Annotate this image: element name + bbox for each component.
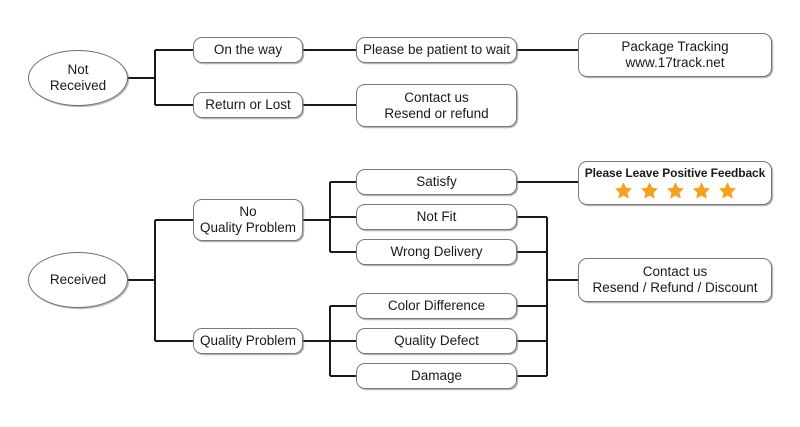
node-damage-label: Damage bbox=[410, 368, 463, 384]
node-not-fit-label: Not Fit bbox=[416, 209, 457, 225]
node-on-the-way[interactable]: On the way bbox=[193, 37, 303, 63]
node-contact-resend-refund-label: Contact us Resend or refund bbox=[384, 89, 489, 121]
node-no-quality-problem[interactable]: No Quality Problem bbox=[193, 199, 303, 241]
node-contact-resend-refund-discount[interactable]: Contact us Resend / Refund / Discount bbox=[578, 258, 772, 302]
node-on-the-way-label: On the way bbox=[213, 42, 283, 58]
star-icon[interactable] bbox=[718, 181, 737, 200]
node-package-tracking-label: Package Tracking www.17track.net bbox=[621, 39, 729, 70]
star-icon[interactable] bbox=[692, 181, 711, 200]
node-positive-feedback[interactable]: Please Leave Positive Feedback bbox=[578, 161, 772, 205]
node-quality-problem[interactable]: Quality Problem bbox=[193, 328, 303, 354]
star-rating[interactable] bbox=[614, 181, 737, 200]
node-received-label: Received bbox=[49, 272, 107, 288]
node-be-patient-label: Please be patient to wait bbox=[362, 42, 511, 58]
node-package-tracking[interactable]: Package Tracking www.17track.net bbox=[578, 33, 772, 77]
node-not-received[interactable]: Not Received bbox=[28, 50, 128, 106]
node-quality-problem-label: Quality Problem bbox=[199, 333, 297, 349]
node-wrong-delivery-label: Wrong Delivery bbox=[390, 244, 483, 260]
node-color-difference-label: Color Difference bbox=[387, 298, 486, 314]
node-return-or-lost-label: Return or Lost bbox=[205, 97, 291, 113]
node-satisfy[interactable]: Satisfy bbox=[356, 169, 517, 195]
node-be-patient[interactable]: Please be patient to wait bbox=[356, 37, 517, 63]
node-not-received-label: Not Received bbox=[49, 62, 107, 93]
node-quality-defect-label: Quality Defect bbox=[394, 333, 479, 349]
star-icon[interactable] bbox=[614, 181, 633, 200]
node-wrong-delivery[interactable]: Wrong Delivery bbox=[356, 239, 517, 265]
node-satisfy-label: Satisfy bbox=[416, 174, 457, 190]
star-icon[interactable] bbox=[640, 181, 659, 200]
node-no-quality-problem-label: No Quality Problem bbox=[199, 204, 297, 235]
node-received[interactable]: Received bbox=[28, 252, 128, 308]
node-quality-defect[interactable]: Quality Defect bbox=[356, 328, 517, 354]
node-contact-resend-refund-discount-label: Contact us Resend / Refund / Discount bbox=[592, 264, 758, 295]
node-damage[interactable]: Damage bbox=[356, 363, 517, 389]
node-not-fit[interactable]: Not Fit bbox=[356, 204, 517, 230]
positive-feedback-title: Please Leave Positive Feedback bbox=[584, 165, 766, 180]
node-return-or-lost[interactable]: Return or Lost bbox=[193, 92, 303, 118]
node-color-difference[interactable]: Color Difference bbox=[356, 293, 517, 319]
node-contact-resend-refund[interactable]: Contact us Resend or refund bbox=[356, 84, 517, 127]
star-icon[interactable] bbox=[666, 181, 685, 200]
